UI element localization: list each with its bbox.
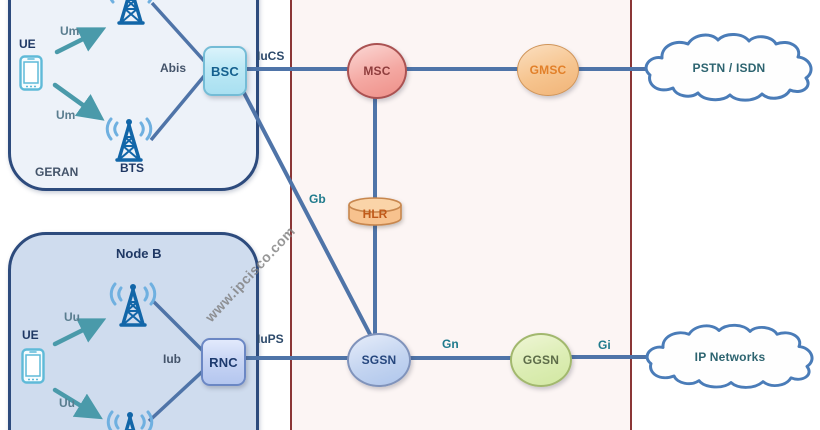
- ggsn-label: GGSN: [522, 353, 560, 367]
- rnc-node: RNC: [201, 338, 246, 386]
- bsc-label: BSC: [210, 63, 240, 79]
- iub-interface-label: Iub: [163, 352, 181, 366]
- ue-label: UE: [19, 37, 36, 51]
- sgsn-label: SGSN: [361, 353, 397, 367]
- gb-interface-label: Gb: [309, 192, 326, 206]
- bsc-node: BSC: [203, 46, 247, 96]
- node-b-label: Node B: [116, 246, 162, 261]
- iups-interface-label: IuPS: [257, 332, 284, 346]
- rnc-label: RNC: [209, 354, 238, 370]
- core-network-region: [290, 0, 632, 430]
- utran-region: [8, 232, 259, 430]
- gi-interface-label: Gi: [598, 338, 611, 352]
- gmsc-label: GMSC: [529, 63, 567, 77]
- gn-interface-label: Gn: [442, 337, 459, 351]
- um-interface-label: Um: [56, 108, 76, 122]
- um-interface-label: Um: [60, 24, 80, 38]
- hlr-label: HLR: [362, 207, 388, 221]
- gmsc-node: GMSC: [517, 44, 579, 96]
- pstn-cloud: PSTN / ISDN: [643, 31, 815, 110]
- ue-label: UE: [22, 328, 39, 342]
- uu-interface-label: Uu: [59, 396, 75, 410]
- ggsn-node: GGSN: [510, 333, 572, 387]
- ip-networks-cloud: IP Networks: [644, 322, 816, 397]
- pstn-cloud-label: PSTN / ISDN: [692, 61, 766, 75]
- abis-interface-label: Abis: [160, 61, 187, 75]
- uu-interface-label: Uu: [64, 310, 80, 324]
- bts-label: BTS: [120, 161, 144, 175]
- ip-networks-cloud-label: IP Networks: [694, 350, 766, 364]
- geran-region-label: GERAN: [35, 165, 79, 179]
- msc-label: MSC: [363, 64, 391, 78]
- iucs-interface-label: IuCS: [257, 49, 285, 63]
- msc-node: MSC: [347, 43, 407, 99]
- sgsn-node: SGSN: [347, 333, 411, 387]
